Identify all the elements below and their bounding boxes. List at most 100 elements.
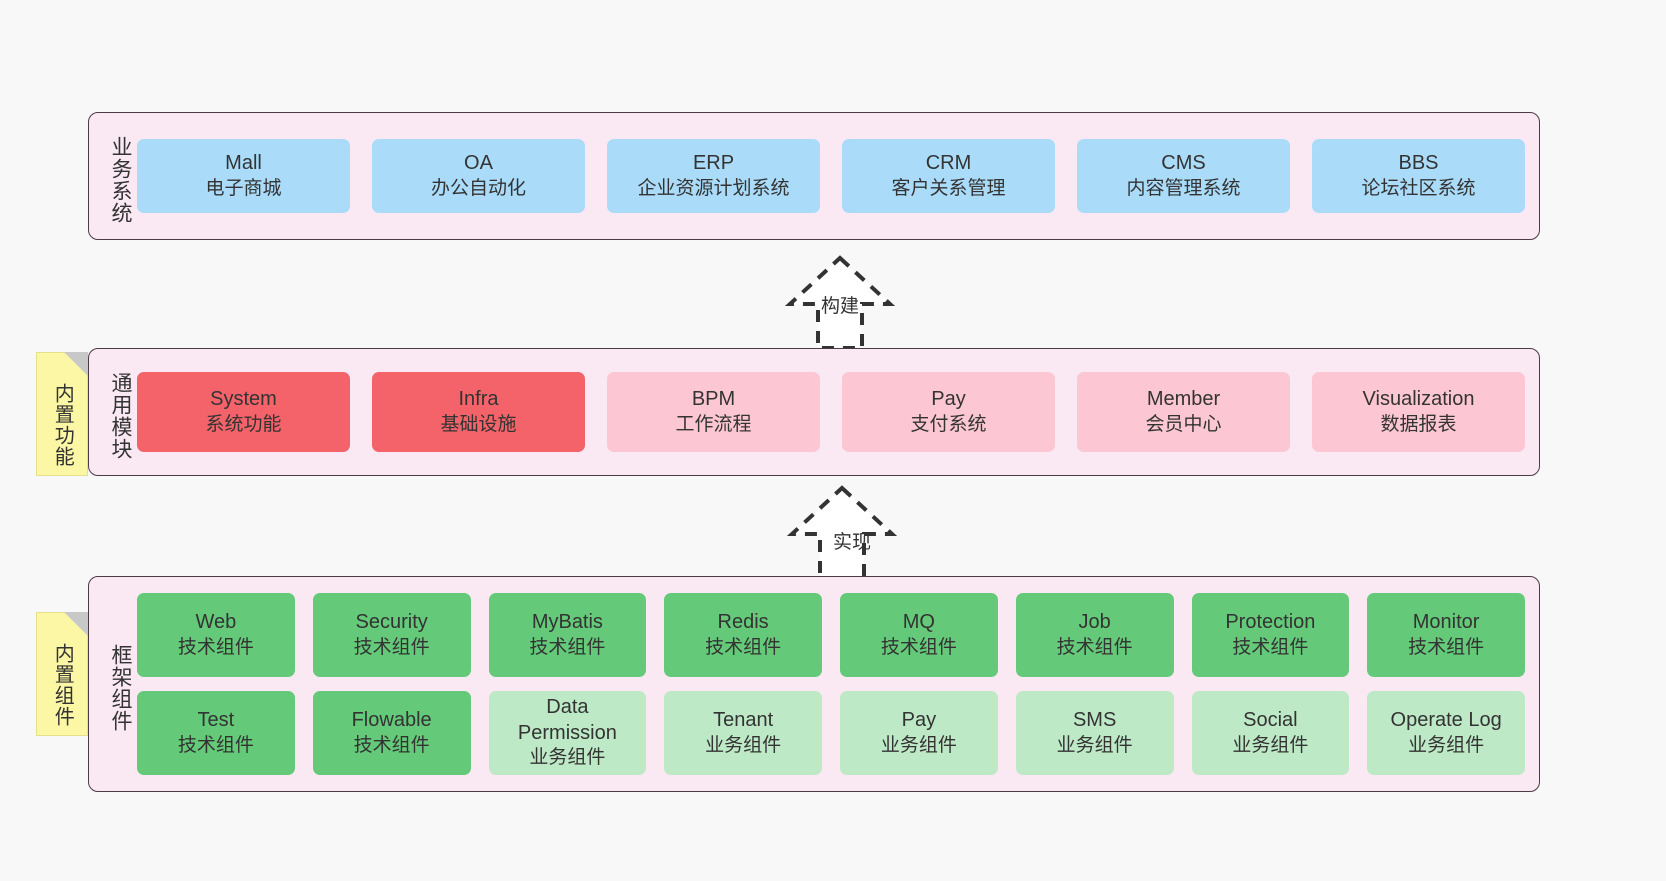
layer-common-modules-body: System 系统功能 Infra 基础设施 BPM 工作流程 Pay 支付系统…	[133, 349, 1539, 475]
card-pay-module[interactable]: Pay 支付系统	[842, 372, 1055, 452]
card-monitor-name: Monitor	[1412, 611, 1480, 634]
card-tenant-name: Tenant	[713, 709, 774, 732]
card-job-desc: 技术组件	[1056, 636, 1133, 658]
card-protection[interactable]: Protection 技术组件	[1191, 593, 1350, 677]
card-cms-desc: 内容管理系统	[1126, 177, 1241, 199]
card-visualization[interactable]: Visualization 数据报表	[1312, 372, 1525, 452]
card-flowable[interactable]: Flowable 技术组件	[312, 691, 471, 775]
card-operate-log-desc: 业务组件	[1408, 734, 1485, 756]
card-crm-desc: 客户关系管理	[891, 177, 1006, 199]
card-flowable-name: Flowable	[351, 709, 432, 732]
card-cms-name: CMS	[1161, 152, 1206, 175]
card-visualization-desc: 数据报表	[1380, 413, 1457, 435]
card-pay-component-name: Pay	[901, 709, 937, 732]
card-social[interactable]: Social 业务组件	[1191, 691, 1350, 775]
card-redis[interactable]: Redis 技术组件	[664, 593, 822, 677]
card-member-desc: 会员中心	[1145, 413, 1222, 435]
card-monitor[interactable]: Monitor 技术组件	[1367, 593, 1525, 677]
generalization-arrow-icon	[784, 255, 896, 350]
card-system-name: System	[210, 388, 277, 411]
card-bpm-desc: 工作流程	[675, 413, 752, 435]
connector-realize-arrow: 实现	[752, 482, 952, 582]
card-web-desc: 技术组件	[177, 636, 254, 658]
card-security-desc: 技术组件	[353, 636, 430, 658]
card-oa-name: OA	[464, 152, 493, 175]
framework-business-components-row: Test 技术组件 Flowable 技术组件 Data Permission …	[137, 691, 1525, 775]
card-sms-name: SMS	[1072, 709, 1117, 732]
card-mybatis[interactable]: MyBatis 技术组件	[488, 593, 647, 677]
card-data-permission[interactable]: Data Permission 业务组件	[488, 691, 647, 775]
card-mq[interactable]: MQ 技术组件	[840, 593, 998, 677]
card-mybatis-name: MyBatis	[531, 611, 603, 634]
card-data-permission-name: Data Permission	[517, 696, 617, 744]
card-mybatis-desc: 技术组件	[529, 636, 606, 658]
card-system[interactable]: System 系统功能	[137, 372, 350, 452]
card-bbs[interactable]: BBS 论坛社区系统	[1312, 139, 1525, 213]
card-monitor-desc: 技术组件	[1408, 636, 1485, 658]
card-erp-name: ERP	[692, 152, 735, 175]
business-systems-row: Mall 电子商城 OA 办公自动化 ERP 企业资源计划系统 CRM 客户关系…	[137, 139, 1525, 213]
card-mq-name: MQ	[902, 611, 935, 634]
card-flowable-desc: 技术组件	[353, 734, 430, 756]
card-pay-component[interactable]: Pay 业务组件	[840, 691, 998, 775]
card-pay-component-desc: 业务组件	[880, 734, 957, 756]
card-bpm[interactable]: BPM 工作流程	[607, 372, 820, 452]
card-infra-name: Infra	[458, 388, 499, 411]
card-sms-desc: 业务组件	[1056, 734, 1133, 756]
layer-business-systems-body: Mall 电子商城 OA 办公自动化 ERP 企业资源计划系统 CRM 客户关系…	[133, 113, 1539, 239]
card-social-name: Social	[1243, 709, 1298, 732]
layer-business-systems-label: 业务系统	[109, 136, 132, 224]
layer-common-modules-label: 通用模块	[109, 372, 132, 460]
card-data-permission-desc: 业务组件	[529, 747, 606, 769]
card-pay-module-desc: 支付系统	[910, 413, 987, 435]
card-security-name: Security	[355, 611, 428, 634]
card-oa[interactable]: OA 办公自动化	[372, 139, 585, 213]
note-builtin-features: 内置功能	[36, 352, 88, 476]
card-test-name: Test	[197, 709, 235, 732]
connector-build-label: 构建	[820, 296, 860, 317]
card-mq-desc: 技术组件	[880, 636, 957, 658]
note-builtin-components: 内置组件	[36, 612, 88, 736]
card-visualization-name: Visualization	[1362, 388, 1475, 411]
card-social-desc: 业务组件	[1232, 734, 1309, 756]
layer-framework-components-label: 框架组件	[109, 644, 132, 732]
card-bpm-name: BPM	[691, 388, 736, 411]
card-web[interactable]: Web 技术组件	[137, 593, 295, 677]
card-web-name: Web	[195, 611, 237, 634]
card-tenant[interactable]: Tenant 业务组件	[664, 691, 822, 775]
card-oa-desc: 办公自动化	[430, 177, 526, 199]
card-bbs-desc: 论坛社区系统	[1361, 177, 1476, 199]
card-infra-desc: 基础设施	[440, 413, 517, 435]
connector-build-arrow: 构建	[740, 252, 940, 352]
layer-common-modules: 通用模块 System 系统功能 Infra 基础设施 BPM 工作流程 Pay…	[88, 348, 1540, 476]
card-security[interactable]: Security 技术组件	[312, 593, 471, 677]
card-system-desc: 系统功能	[205, 413, 282, 435]
card-protection-name: Protection	[1225, 611, 1316, 634]
card-mall-desc: 电子商城	[205, 177, 282, 199]
card-crm[interactable]: CRM 客户关系管理	[842, 139, 1055, 213]
card-job-name: Job	[1078, 611, 1111, 634]
card-member[interactable]: Member 会员中心	[1077, 372, 1290, 452]
card-test[interactable]: Test 技术组件	[137, 691, 295, 775]
card-infra[interactable]: Infra 基础设施	[372, 372, 585, 452]
card-bbs-name: BBS	[1398, 152, 1439, 175]
note-builtin-features-text: 内置功能	[51, 383, 74, 467]
card-cms[interactable]: CMS 内容管理系统	[1077, 139, 1290, 213]
layer-business-systems: 业务系统 Mall 电子商城 OA 办公自动化 ERP 企业资源计划系统 CRM…	[88, 112, 1540, 240]
card-job[interactable]: Job 技术组件	[1015, 593, 1174, 677]
card-mall[interactable]: Mall 电子商城	[137, 139, 350, 213]
card-erp-desc: 企业资源计划系统	[637, 177, 790, 199]
card-operate-log-name: Operate Log	[1390, 709, 1502, 732]
card-member-name: Member	[1146, 388, 1221, 411]
note-builtin-components-text: 内置组件	[51, 643, 74, 727]
framework-tech-components-row: Web 技术组件 Security 技术组件 MyBatis 技术组件 Redi…	[137, 593, 1525, 677]
generalization-arrow-icon	[786, 485, 898, 580]
layer-framework-components: 框架组件 Web 技术组件 Security 技术组件 MyBatis 技术组件…	[88, 576, 1540, 792]
card-mall-name: Mall	[225, 152, 262, 175]
card-sms[interactable]: SMS 业务组件	[1015, 691, 1174, 775]
card-tenant-desc: 业务组件	[705, 734, 782, 756]
card-erp[interactable]: ERP 企业资源计划系统	[607, 139, 820, 213]
layer-framework-components-body: Web 技术组件 Security 技术组件 MyBatis 技术组件 Redi…	[133, 577, 1539, 791]
card-test-desc: 技术组件	[177, 734, 254, 756]
card-operate-log[interactable]: Operate Log 业务组件	[1367, 691, 1525, 775]
